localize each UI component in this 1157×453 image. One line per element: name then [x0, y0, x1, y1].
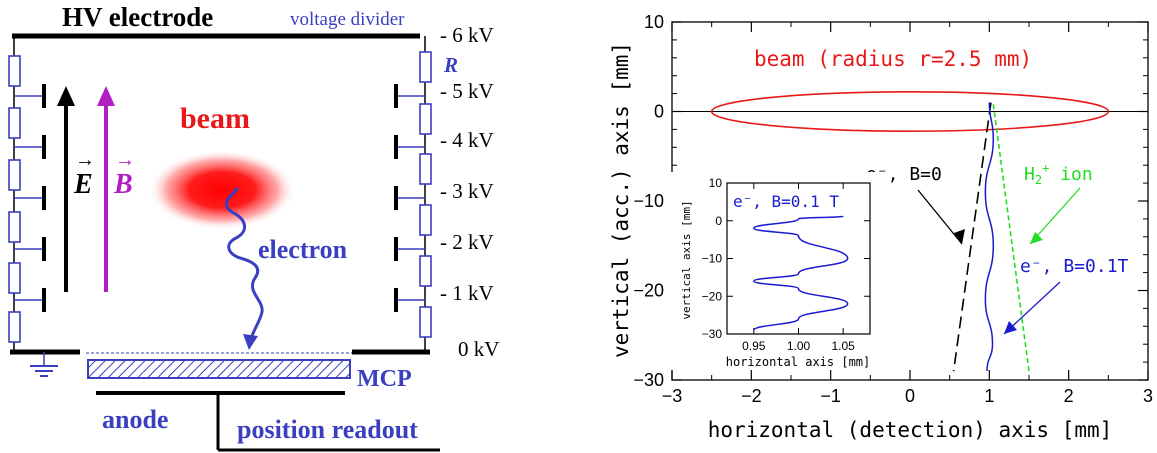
inset-background: [670, 172, 885, 370]
inset-y-axis-label: vertical axis [mm]: [680, 200, 693, 319]
voltage-label-4kv: - 4 kV: [440, 128, 494, 152]
h2-ion-trajectory: [992, 104, 1030, 372]
voltage-labels: - 6 kV - 5 kV - 4 kV - 3 kV - 2 kV - 1 k…: [440, 23, 499, 361]
y-tick-label: −10: [633, 191, 664, 211]
schematic-panel: HV electrode voltage divider R - 6 kV - …: [8, 2, 499, 452]
inset-series-label: e⁻, B=0.1 T: [733, 192, 839, 211]
x-tick-label: 0: [905, 386, 915, 406]
inset-x-axis-label: horizontal axis [mm]: [726, 355, 871, 369]
x-tick-label: −2: [741, 386, 762, 406]
ground-symbol-icon: [30, 365, 58, 377]
inset-x-tick-label: 1.00: [787, 339, 811, 353]
x-tick-label: −1: [820, 386, 841, 406]
y-tick-label: 0: [654, 102, 664, 122]
anode-label: anode: [102, 405, 168, 434]
resistor: [8, 55, 21, 87]
resistor: [419, 255, 432, 287]
inset-y-tick-label: 0: [715, 214, 722, 228]
inset-x-tick-label: 0.95: [742, 339, 766, 353]
beam-label: beam: [180, 102, 250, 135]
x-tick-label: 1: [984, 386, 994, 406]
resistor: [419, 103, 432, 135]
e-field-label: E: [73, 169, 93, 200]
inset-y-tick-label: −30: [702, 327, 723, 341]
electron-arrowhead: [243, 334, 258, 350]
y-axis-label: vertical (acc.) axis [mm]: [609, 42, 633, 358]
b-field-label: B: [113, 169, 133, 200]
voltage-label-0kv: 0 kV: [458, 337, 499, 361]
x-tick-label: 2: [1064, 386, 1074, 406]
y-tick-label: −30: [633, 370, 664, 390]
resistor: [419, 306, 432, 338]
electron-label: electron: [258, 235, 348, 264]
annotation-arrow-b0: [917, 189, 965, 245]
voltage-label-3kv: - 3 kV: [440, 179, 494, 203]
h2-ion-label: H2+ ion: [1024, 161, 1093, 187]
mcp-plate: [87, 359, 351, 379]
inset-y-tick-label: −20: [702, 289, 723, 303]
resistor: [8, 159, 21, 191]
inset-x-tick-label: 1.05: [832, 339, 856, 353]
x-tick-label: 3: [1143, 386, 1153, 406]
y-tick-label: 10: [644, 12, 664, 32]
e-field-vector-arrow: →: [75, 149, 95, 171]
inset-tick-labels: 0.95 1.00 1.05 −30 −20 −10 0 10: [702, 176, 856, 353]
resistor: [8, 107, 21, 139]
x-tick-label: −3: [662, 386, 683, 406]
hv-electrode-label: HV electrode: [62, 2, 213, 32]
electron-trajectory: [225, 186, 264, 343]
annotation-arrow-b01: [1003, 281, 1061, 335]
voltage-label-5kv: - 5 kV: [440, 79, 494, 103]
voltage-label-1kv: - 1 kV: [440, 281, 494, 305]
inset-series: [753, 215, 849, 331]
resistor: [8, 262, 21, 294]
left-resistor-chain: [8, 55, 21, 343]
annotation-arrow-h2: [1029, 187, 1081, 245]
resistor: [419, 51, 432, 83]
b-field-arrowhead: [97, 86, 115, 106]
voltage-label-2kv: - 2 kV: [440, 230, 494, 254]
position-readout-label: position readout: [237, 415, 418, 444]
beam-spot: [148, 150, 296, 230]
electron-b01-label: e⁻, B=0.1T: [1020, 256, 1129, 277]
mcp-label: MCP: [357, 366, 412, 392]
electron-b0-trajectory: [952, 102, 992, 372]
resistor: [8, 311, 21, 343]
y-tick-label: −20: [633, 281, 664, 301]
voltage-divider-label: voltage divider: [290, 9, 405, 30]
b-field-vector-arrow: →: [115, 149, 135, 171]
main-plot-series: [710, 91, 1110, 372]
e-field-arrowhead: [57, 86, 75, 106]
right-resistor-chain: [419, 51, 432, 338]
x-axis-label: horizontal (detection) axis [mm]: [708, 418, 1113, 442]
resistor: [419, 153, 432, 185]
left-electrode-plates: [14, 84, 46, 312]
resistor-label: R: [443, 53, 458, 77]
beam-radius-label: beam (radius r=2.5 mm): [754, 47, 1032, 71]
electron-b01-trajectory: [984, 102, 995, 372]
voltage-label-6kv: - 6 kV: [440, 23, 494, 47]
resistor: [419, 204, 432, 236]
inset-y-tick-label: 10: [709, 176, 723, 190]
inset-electron-trajectory: [753, 215, 849, 331]
resistor: [8, 211, 21, 243]
inset-plot: 0.95 1.00 1.05 −30 −20 −10 0 10 horizontal axis…: [670, 172, 885, 370]
inset-y-tick-label: −10: [702, 252, 723, 266]
beam-ellipse: [710, 91, 1110, 132]
right-electrode-plates: [394, 84, 425, 312]
main-plot-ticks: [671, 21, 1149, 381]
